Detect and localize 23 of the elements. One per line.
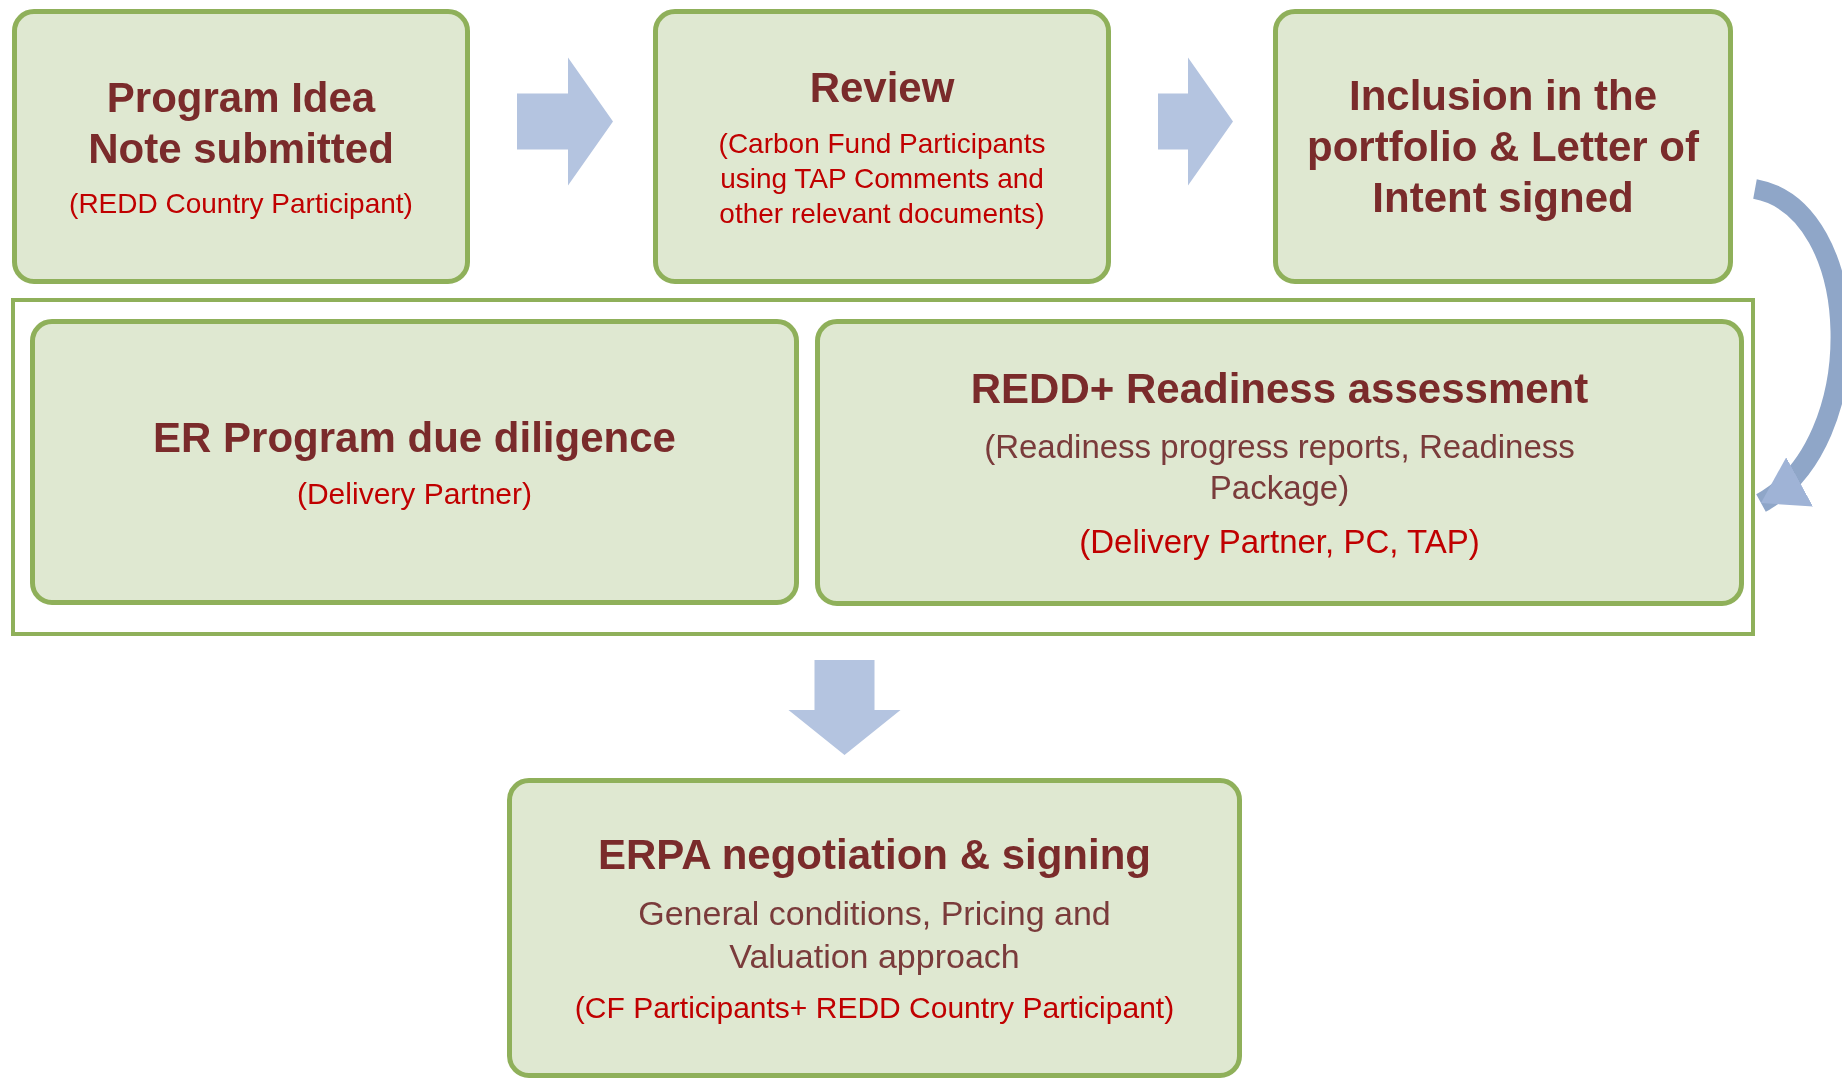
box-heading: Review [809, 63, 955, 114]
block-arrow [1158, 57, 1233, 186]
box-heading: REDD+ Readiness assessment [970, 364, 1589, 414]
box-heading: ERPA negotiation & signing [598, 830, 1151, 881]
block-arrow [788, 660, 901, 755]
box-heading: ER Program due diligence [153, 412, 676, 463]
box-description: General conditions, Pricing and Valuation approach [637, 893, 1112, 977]
box-heading: Program Idea Note submitted [87, 72, 395, 174]
participants-note: (REDD Country Participant) [69, 187, 413, 222]
group-box [11, 298, 1755, 636]
process-box [507, 778, 1242, 1078]
participants-note: (Carbon Fund Participants using TAP Comments and other relevant documents) [717, 126, 1047, 231]
participants-note: (CF Participants+ REDD Country Participant) [574, 990, 1175, 1027]
block-arrow [517, 57, 613, 186]
process-box [815, 319, 1744, 606]
process-box [1273, 9, 1733, 284]
participants-note: (Delivery Partner, PC, TAP) [1079, 521, 1480, 562]
process-box [30, 319, 799, 605]
box-heading: Inclusion in the portfolio & Letter of Intent signed [1306, 70, 1700, 224]
process-box [12, 9, 470, 284]
process-box [653, 9, 1111, 284]
participants-note: (Delivery Partner) [296, 475, 533, 512]
box-description: (Readiness progress reports, Readiness Package) [983, 427, 1576, 509]
